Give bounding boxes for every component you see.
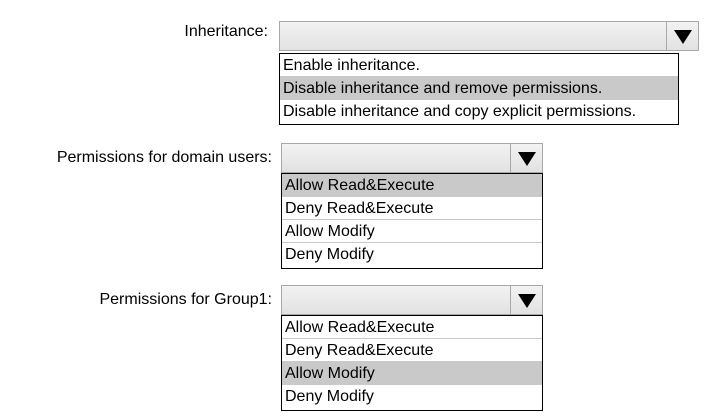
group1-option-allow-read-execute[interactable]: Allow Read&Execute: [282, 316, 542, 339]
group1-options: Allow Read&Execute Deny Read&Execute All…: [281, 315, 543, 411]
chevron-down-icon: [517, 294, 536, 308]
domain-users-option-allow-modify[interactable]: Allow Modify: [282, 220, 542, 243]
domain-users-options: Allow Read&Execute Deny Read&Execute All…: [281, 173, 543, 269]
group1-dropdown[interactable]: [281, 285, 543, 315]
inheritance-option-disable-copy[interactable]: Disable inheritance and copy explicit pe…: [283, 103, 637, 120]
inheritance-dropdown-button[interactable]: [666, 22, 698, 50]
domain-users-option-deny-modify[interactable]: Deny Modify: [285, 246, 374, 263]
inheritance-dropdown[interactable]: [279, 21, 699, 51]
domain-users-dropdown-button[interactable]: [510, 144, 542, 172]
inheritance-option-disable-remove[interactable]: Disable inheritance and remove permissio…: [280, 77, 678, 100]
domain-users-dropdown[interactable]: [281, 143, 543, 173]
chevron-down-icon: [517, 152, 536, 166]
domain-users-label: Permissions for domain users:: [56, 149, 272, 166]
group1-dropdown-button[interactable]: [510, 286, 542, 314]
inheritance-label: Inheritance:: [184, 23, 268, 40]
chevron-down-icon: [673, 30, 692, 44]
group1-option-deny-modify[interactable]: Deny Modify: [285, 388, 374, 405]
inheritance-option-enable[interactable]: Enable inheritance.: [280, 54, 678, 77]
group1-option-deny-read-execute[interactable]: Deny Read&Execute: [282, 339, 542, 362]
domain-users-option-allow-read-execute[interactable]: Allow Read&Execute: [282, 174, 542, 197]
group1-option-allow-modify[interactable]: Allow Modify: [282, 362, 542, 385]
inheritance-options: Enable inheritance. Disable inheritance …: [279, 53, 679, 125]
domain-users-option-deny-read-execute[interactable]: Deny Read&Execute: [282, 197, 542, 220]
group1-label: Permissions for Group1:: [99, 291, 272, 308]
